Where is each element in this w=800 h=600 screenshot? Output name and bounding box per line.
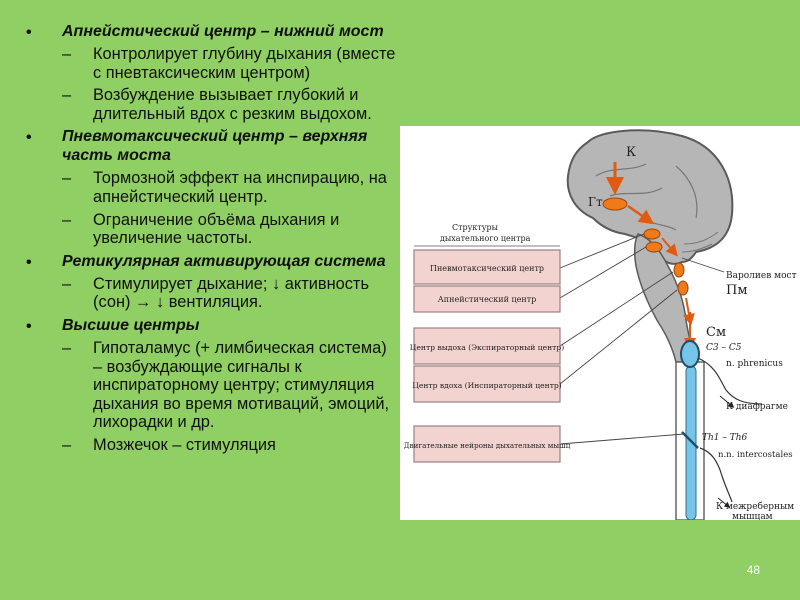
section-title: Высшие центры [62,316,200,334]
pneumotaxic-node [643,228,661,240]
bullet-glyph: • [26,317,32,335]
connector-apneustic [559,246,647,299]
hypothalamus-node [602,197,628,211]
nerve-intercostales [699,447,733,503]
box-expiratory [413,327,561,365]
sub-item: – Гипоталамус (+ лимбическая система) – … [62,339,396,432]
sub-item-text: Мозжечок – стимуляция [93,435,276,454]
dash-glyph: – [62,338,72,357]
sub-item-text: Стимулирует дыхание; ↓ активность (сон) … [93,274,369,312]
label-pons-title: Варолиев мост [726,271,797,281]
respiratory-center-diagram: К Гт Варолиев мост Пм См C3 – C5 [400,126,800,520]
apneustic-node [645,241,663,253]
box-apneustic [413,285,561,313]
bullet-glyph: • [26,253,32,271]
section-title: Апнейстический центр – нижний мост [62,23,384,40]
box-apneustic-label: Апнейстический центр [438,295,537,304]
sub-item: – Контролирует глубину дыхания (вместе с… [62,45,396,82]
diagram-svg: К Гт Варолиев мост Пм См C3 – C5 [404,129,797,520]
sub-item: – Ограничение объёма дыхания и увеличени… [62,211,396,248]
bullet-glyph: • [26,24,32,41]
dash-glyph: – [62,86,72,105]
section-higher-centers: • Высшие центры – Гипоталамус (+ лимбиче… [26,316,396,455]
label-cervical-segments: C3 – C5 [706,343,742,353]
box-expiratory-label: Центр выдоха (Экспираторный центр) [410,343,564,352]
sub-item-text: Контролирует глубину дыхания (вместе с п… [93,45,396,82]
label-spinal: См [706,325,726,340]
expiratory-node [673,262,685,278]
sub-item-text: Возбуждение вызывает глубокий и длительн… [93,86,372,123]
bullet-list: • Апнейстический центр – нижний мост – К… [26,22,396,459]
label-to-intercostal-1: К межреберным [716,501,794,512]
label-to-diaphragm: К диафрагме [726,402,788,412]
connector-expiratory [559,271,674,347]
structures-header-line-2: дыхательного центра [440,234,531,243]
section-pneumotaxic: • Пневмотаксический центр – верхняя част… [26,127,396,247]
arrow-hypothalamus [627,204,655,225]
bullet-glyph: • [26,129,32,147]
pointer-pons [681,257,725,273]
dash-glyph: – [62,169,72,188]
sub-item: – Мозжечок – стимуляция [62,436,396,455]
box-pneumotaxic-label: Пневмотаксический центр [430,264,544,273]
brain-fold [595,163,647,177]
dash-glyph: – [62,435,72,454]
page-number: 48 [746,563,760,577]
label-phrenicus: n. phrenicus [726,359,783,369]
inspiratory-node [677,280,689,296]
section-reticular: • Ретикулярная активирующая система – Ст… [26,252,396,312]
dash-glyph: – [62,210,72,229]
nerve-phrenicus [697,357,763,405]
arrow-intercostal [717,497,731,508]
label-thoracic-segments: Th1 – Th6 [702,433,748,443]
sub-item-text: Гипоталамус (+ лимбическая система) – во… [93,338,390,432]
box-motor-neurons [413,425,561,463]
sub-item: – Возбуждение вызывает глубокий и длител… [62,86,396,123]
label-intercostales: n.n. intercostales [718,450,793,460]
sub-item: – Стимулирует дыхание; ↓ активность (сон… [62,275,396,312]
connector-pneumotaxic [559,233,645,269]
box-motor-neurons-label: Двигательные нейроны дыхательных мышц [404,441,571,450]
box-inspiratory-label: Центр вдоха (Инспираторный центр) [412,381,562,390]
sub-item-text: Тормозной эффект на инспирацию, на апней… [93,169,387,206]
section-title: Ретикулярная активирующая система [62,252,386,270]
dash-glyph: – [62,274,72,293]
label-to-intercostal-2: мышцам [732,512,773,520]
connector-motor [559,433,685,445]
arrow-diaphragm [719,395,735,408]
box-inspiratory [413,365,561,403]
cerebellum-folds [681,231,719,253]
sub-item-text: Ограничение объёма дыхания и увеличение … [93,210,340,248]
section-apneustic: • Апнейстический центр – нижний мост – К… [26,22,396,123]
thoracic-motor-node [681,431,699,449]
label-cortex: К [626,145,636,160]
label-hypothalamus: Гт [588,195,603,209]
connector-inspiratory [559,289,678,385]
cervical-motor-node [680,340,700,368]
structures-header-line-1: Структуры [452,223,499,232]
sub-item: – Тормозной эффект на инспирацию, на апн… [62,169,396,206]
dash-glyph: – [62,45,72,63]
arrow-pons [661,237,678,257]
box-pneumotaxic [413,249,561,285]
section-title: Пневмотаксический центр – верхняя часть … [62,128,368,165]
label-pons-abbr: Пм [726,283,747,298]
brain-fold [675,165,698,219]
